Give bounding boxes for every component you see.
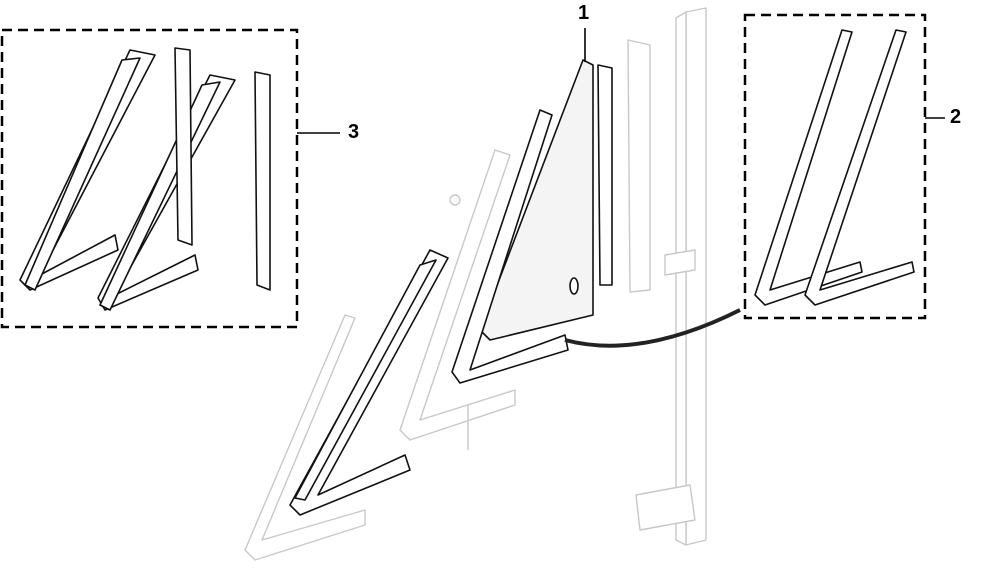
callout-1: 1	[578, 2, 590, 24]
part-3-kit-box	[0, 28, 299, 329]
vent-frame-ghost	[244, 39, 651, 561]
part-2-kit-box	[743, 13, 927, 320]
part-1-glass	[451, 59, 741, 384]
part-2-kit	[754, 29, 915, 306]
part-3-kit	[19, 47, 271, 311]
callout-2: 2	[950, 106, 962, 128]
door-frame-ghost	[635, 7, 707, 546]
part-weatherstrip-front	[289, 249, 449, 516]
callout-3: 3	[348, 121, 360, 143]
